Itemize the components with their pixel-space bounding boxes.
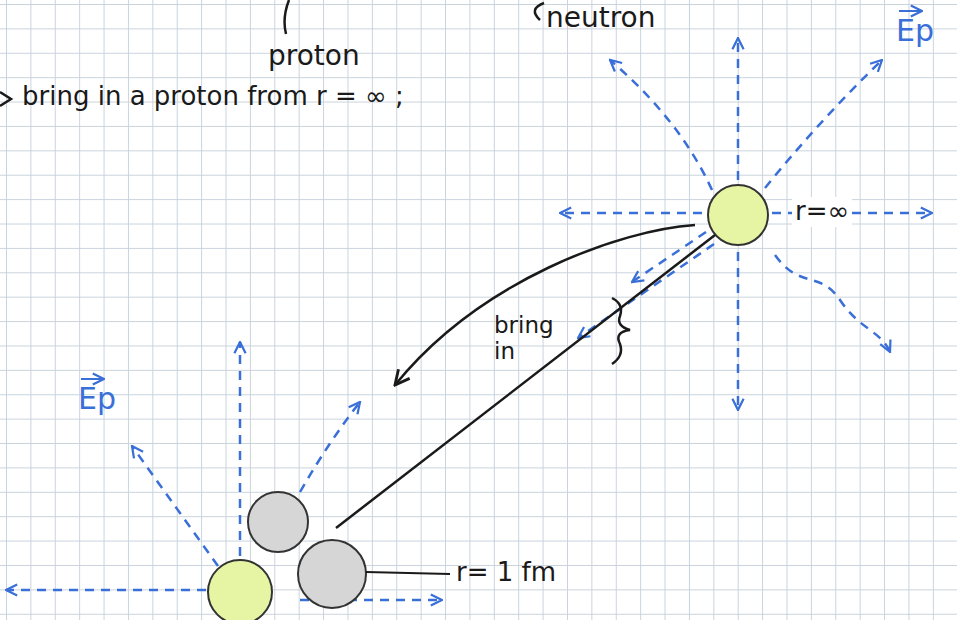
proton-circle: [208, 560, 272, 620]
field-label: Ep: [78, 382, 116, 417]
field-line: [610, 60, 712, 190]
arrow-label: bring in: [494, 312, 572, 365]
distance-label: r= 1 fm: [456, 558, 556, 588]
electric-field-lines: [6, 342, 442, 600]
field-line: [132, 446, 218, 566]
neutron-blob: [248, 492, 308, 552]
particle-label: proton: [268, 40, 360, 72]
proton-circle: [708, 185, 768, 245]
field-line: [560, 212, 702, 215]
field-label: Ep: [896, 14, 934, 49]
distance-label: r=∞: [792, 197, 852, 227]
particle-label: neutron: [546, 2, 655, 34]
pointer-stroke: [535, 3, 544, 20]
electric-field-lines: [560, 38, 932, 410]
field-line: [6, 589, 206, 592]
leader-line: [366, 572, 450, 574]
pointer-stroke: [285, 0, 289, 34]
field-line: [775, 255, 890, 352]
brace: [612, 298, 630, 364]
field-line: [765, 60, 882, 188]
vector-arrow: [899, 10, 922, 12]
note-text: bring in a proton from r = ∞ ;: [22, 82, 404, 112]
vector-arrow: [81, 378, 104, 380]
field-line: [239, 342, 242, 556]
motion-arrow: [395, 225, 695, 385]
field-line: [737, 38, 740, 180]
field-line: [300, 402, 360, 492]
arrow-fragment: [0, 92, 11, 106]
neutron-blob: [298, 540, 366, 608]
field-line: [737, 252, 740, 410]
